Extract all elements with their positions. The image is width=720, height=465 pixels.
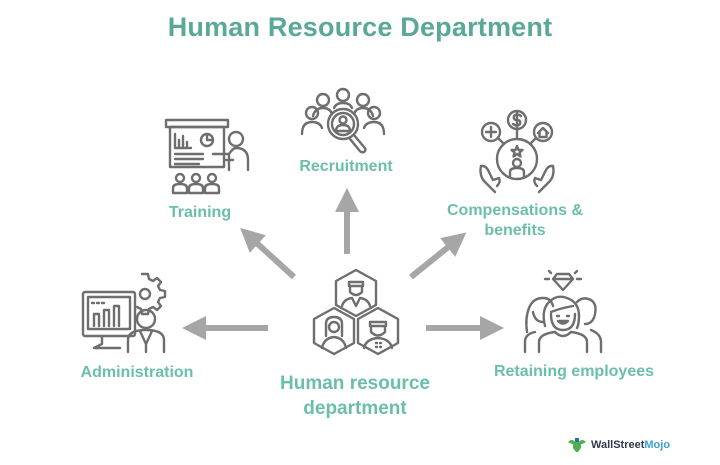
label-recruitment: Recruitment xyxy=(299,158,393,175)
hexagon-team-icon xyxy=(310,268,402,362)
label-center-line2: department xyxy=(303,398,407,419)
logo-text-part1: WallStreet xyxy=(591,439,645,451)
diagram-title: Human Resource Department xyxy=(167,12,553,42)
presentation-board-icon xyxy=(163,118,258,196)
wallstreetmojo-logo: WallStreetMojo xyxy=(566,436,670,454)
happy-employees-diamond-icon xyxy=(521,268,605,354)
hands-benefits-icon xyxy=(477,108,557,196)
computer-admin-gear-icon xyxy=(80,270,170,356)
label-training: Training xyxy=(168,204,232,221)
label-center-line1: Human resource xyxy=(280,373,430,394)
arrow-upright-compensations xyxy=(409,232,467,280)
arrow-upleft-training xyxy=(240,227,297,280)
label-administration: Administration xyxy=(80,364,194,381)
label-compensations-line2: benefits xyxy=(484,222,546,239)
logo-text: WallStreetMojo xyxy=(591,439,670,451)
label-compensations: Compensations & benefits xyxy=(430,201,600,241)
label-retaining: Retaining employees xyxy=(493,363,655,380)
magnifier-people-icon xyxy=(298,86,388,156)
label-center: Human resource department xyxy=(255,371,455,421)
logo-text-part2: Mojo xyxy=(644,439,671,451)
label-compensations-line1: Compensations & xyxy=(446,202,583,219)
bull-logo-icon xyxy=(568,438,586,452)
